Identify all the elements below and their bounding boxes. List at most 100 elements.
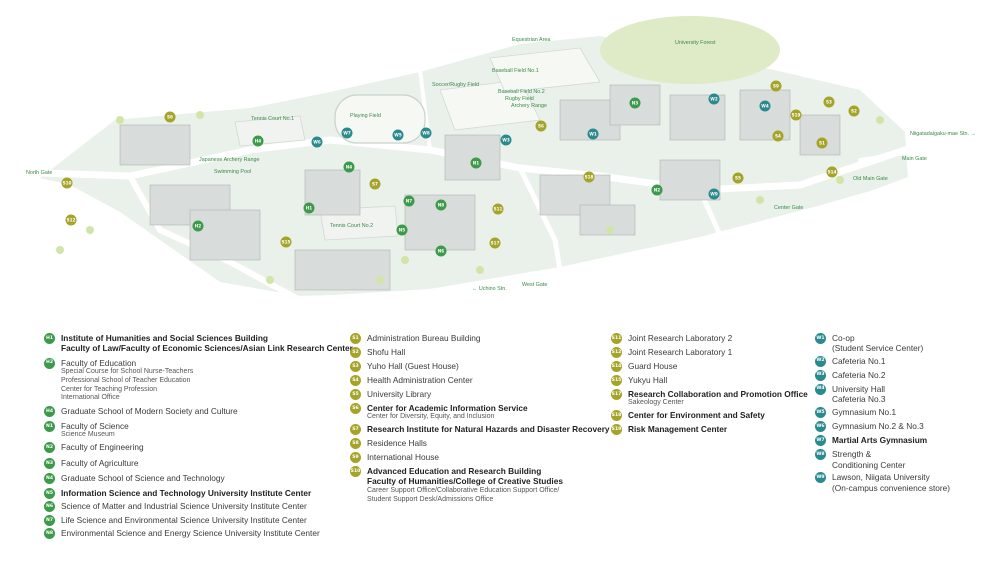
legend-subtitle: Science Museum xyxy=(61,431,115,439)
legend-title: Conditioning Center xyxy=(832,459,906,470)
campus-map[interactable]: Equestrian Area University Forest Baseba… xyxy=(0,0,1001,318)
map-marker-w3[interactable]: W3 xyxy=(500,134,512,146)
legend-title: (On-campus convenience store) xyxy=(832,482,951,493)
map-marker-circle xyxy=(280,236,292,248)
legend-title: Center for Environment and Safety xyxy=(628,410,765,421)
map-marker-w4[interactable]: W4 xyxy=(759,100,771,112)
map-marker-n1[interactable]: N1 xyxy=(470,157,482,169)
map-marker-n8[interactable]: N8 xyxy=(435,199,447,211)
map-marker-s6[interactable]: S6 xyxy=(535,120,547,132)
legend-badge-w1: W1 xyxy=(815,333,826,344)
map-marker-s9[interactable]: S9 xyxy=(770,80,782,92)
map-marker-s18[interactable]: S18 xyxy=(583,171,595,183)
legend-badge-s3: S3 xyxy=(350,361,361,372)
map-marker-s1[interactable]: S1 xyxy=(816,137,828,149)
map-marker-s11[interactable]: S11 xyxy=(492,203,504,215)
baseball-field-area xyxy=(489,47,601,93)
map-marker-h4[interactable]: H4 xyxy=(252,135,264,147)
map-marker-n7[interactable]: N7 xyxy=(403,195,415,207)
legend-title: Faculty of Engineering xyxy=(61,442,144,453)
legend-title: (Student Service Center) xyxy=(832,343,924,354)
map-marker-s12[interactable]: S12 xyxy=(65,214,77,226)
map-marker-h2[interactable]: H2 xyxy=(192,220,204,232)
map-marker-w7[interactable]: W7 xyxy=(341,127,353,139)
map-marker-n2[interactable]: N2 xyxy=(651,184,663,196)
map-marker-s10[interactable]: S10 xyxy=(61,177,73,189)
label-niigatadaigaku-stn: Niigatadaigaku-mae Stn. → xyxy=(910,131,976,137)
map-marker-code: W3 xyxy=(502,138,510,143)
map-marker-w6[interactable]: W6 xyxy=(311,136,323,148)
legend-title: Administration Bureau Building xyxy=(367,333,481,343)
map-marker-s5[interactable]: S5 xyxy=(732,172,744,184)
legend-title: Center for Academic Information Service xyxy=(367,403,528,413)
map-marker-n6[interactable]: N6 xyxy=(435,245,447,257)
map-marker-s8[interactable]: S8 xyxy=(164,111,176,123)
map-marker-h1[interactable]: H1 xyxy=(303,202,315,214)
map-marker-n3[interactable]: N3 xyxy=(629,97,641,109)
map-marker-code: S5 xyxy=(735,176,741,181)
legend-title: Life Science and Environmental Science U… xyxy=(61,515,307,526)
map-marker-w9[interactable]: W9 xyxy=(708,188,720,200)
map-marker-s14[interactable]: S14 xyxy=(826,166,838,178)
legend-title: Health Administration Center xyxy=(367,375,473,385)
legend-badge-h2: H2 xyxy=(44,357,55,369)
map-marker-circle xyxy=(772,130,784,142)
map-marker-s3[interactable]: S3 xyxy=(823,96,835,108)
legend-title: Graduate School of Modern Society and Cu… xyxy=(61,406,238,417)
legend-badge-w4: W4 xyxy=(815,383,826,395)
map-marker-w1[interactable]: W1 xyxy=(587,128,599,140)
map-marker-w5[interactable]: W5 xyxy=(392,129,404,141)
map-marker-s19[interactable]: S19 xyxy=(790,109,802,121)
map-marker-n5[interactable]: N5 xyxy=(396,224,408,236)
legend-title: University Library xyxy=(367,389,432,399)
map-marker-s15[interactable]: S15 xyxy=(280,236,292,248)
map-marker-s7[interactable]: S7 xyxy=(369,178,381,190)
map-marker-s4[interactable]: S4 xyxy=(772,130,784,142)
legend-badge-w2: W2 xyxy=(815,355,826,367)
map-marker-n4[interactable]: N4 xyxy=(343,161,355,173)
map-marker-circle xyxy=(708,188,720,200)
map-marker-s2[interactable]: S2 xyxy=(848,105,860,117)
map-marker-w8[interactable]: W8 xyxy=(420,127,432,139)
map-marker-s17[interactable]: S17 xyxy=(489,237,501,249)
map-marker-w2[interactable]: W2 xyxy=(708,93,720,105)
